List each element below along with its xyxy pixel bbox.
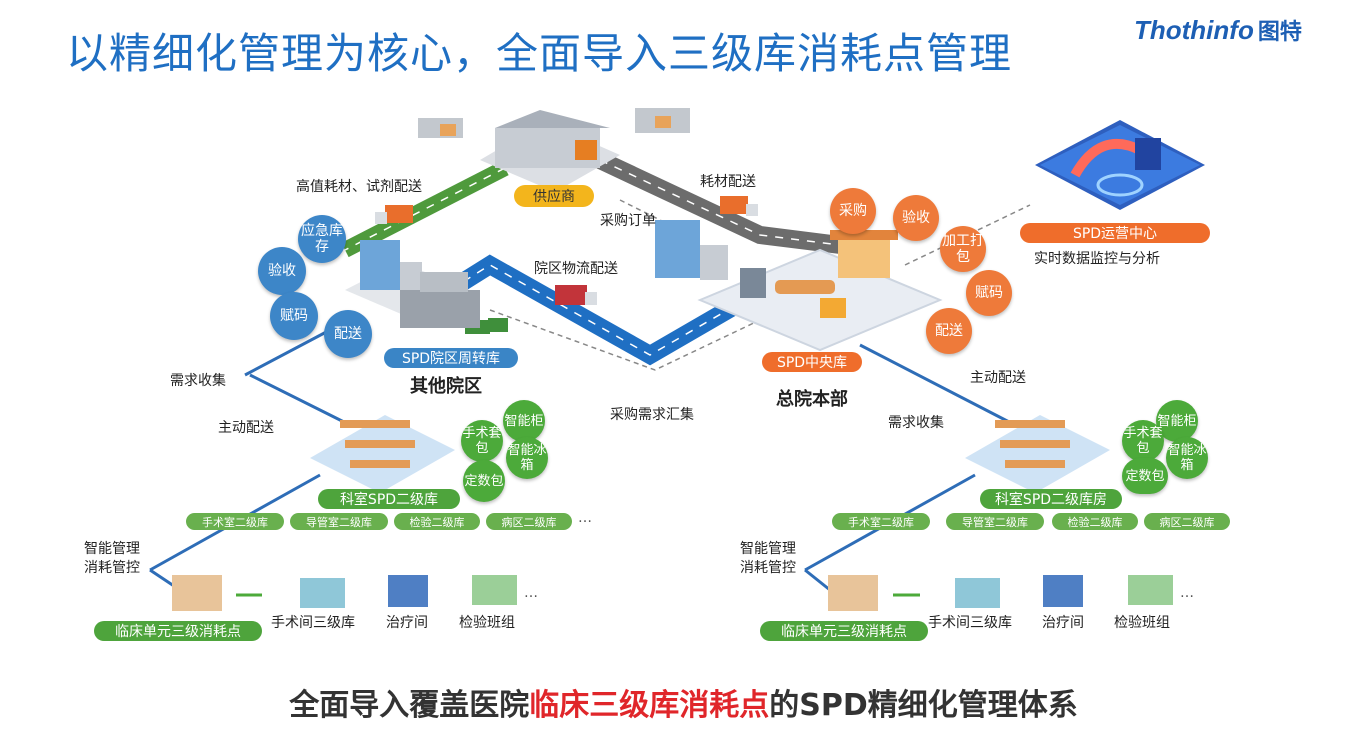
right-chip-or: 手术室二级库 bbox=[832, 513, 930, 530]
center-hub-name: 总院本部 bbox=[776, 389, 848, 410]
bubble-process-pack: 加工打包 bbox=[940, 226, 986, 272]
right-consumption-ctrl: 消耗管控 bbox=[740, 560, 796, 576]
right-unit-treatment: 治疗间 bbox=[1042, 615, 1084, 631]
right-green-fixed-pack: 定数包 bbox=[1122, 458, 1168, 494]
right-dept-warehouse bbox=[965, 415, 1110, 493]
route-campus-logistics: 院区物流配送 bbox=[534, 261, 618, 277]
route-high-value: 高值耗材、试剂配送 bbox=[296, 179, 422, 195]
hospital-buildings bbox=[345, 220, 728, 328]
bubble-purchase: 采购 bbox=[830, 188, 876, 234]
page-title: 以精细化管理为核心，全面导入三级库消耗点管理 bbox=[66, 29, 1013, 78]
left-chip-lab: 检验二级库 bbox=[394, 513, 480, 530]
left-green-smart-cabinet: 智能柜 bbox=[503, 400, 545, 442]
road-blue bbox=[445, 254, 750, 366]
left-chip-ellipsis: … bbox=[578, 510, 592, 526]
center-hub-pill: SPD中央库 bbox=[762, 352, 862, 372]
left-chip-cath: 导管室二级库 bbox=[290, 513, 388, 530]
ops-center-graphic bbox=[1035, 120, 1205, 210]
road-green bbox=[341, 160, 509, 258]
road-gray bbox=[596, 151, 842, 254]
clinic-icons bbox=[172, 575, 1173, 611]
left-unit-lab: 检验班组 bbox=[459, 615, 515, 631]
bubble-inspection: 验收 bbox=[258, 247, 306, 295]
left-green-surgical-kit: 手术套包 bbox=[461, 420, 503, 462]
right-green-surgical-kit: 手术套包 bbox=[1122, 420, 1164, 462]
right-smart-mgmt: 智能管理 bbox=[740, 541, 796, 557]
left-hub-name: 其他院区 bbox=[410, 376, 482, 397]
left-hub-pill: SPD院区周转库 bbox=[384, 348, 518, 368]
left-active-label: 主动配送 bbox=[218, 420, 274, 436]
left-clinic-pill: 临床单元三级消耗点 bbox=[94, 621, 262, 641]
demand-dashed-line bbox=[489, 309, 761, 371]
right-chip-lab: 检验二级库 bbox=[1052, 513, 1138, 530]
truck-icons bbox=[375, 196, 758, 334]
left-unit-treatment: 治疗间 bbox=[386, 615, 428, 631]
central-warehouse-platform bbox=[697, 230, 943, 352]
footer-tagline: 全面导入覆盖医院临床三级库消耗点的SPD精细化管理体系 bbox=[0, 680, 1367, 724]
route-consumable: 耗材配送 bbox=[700, 174, 756, 190]
right-unit-lab: 检验班组 bbox=[1114, 615, 1170, 631]
left-green-fixed-pack: 定数包 bbox=[463, 460, 505, 502]
bubble-center-inspection: 验收 bbox=[893, 195, 939, 241]
right-green-smart-fridge: 智能冰箱 bbox=[1166, 437, 1208, 479]
ops-desc: 实时数据监控与分析 bbox=[1034, 251, 1160, 267]
logo-cn: 图特 bbox=[1257, 20, 1302, 45]
left-chip-ward: 病区二级库 bbox=[486, 513, 572, 530]
right-unit-ellipsis: … bbox=[1180, 585, 1194, 601]
left-demand-label: 需求收集 bbox=[170, 373, 226, 389]
bubble-delivery: 配送 bbox=[324, 310, 372, 358]
bubble-center-coding: 赋码 bbox=[966, 270, 1012, 316]
left-smart-mgmt: 智能管理 bbox=[84, 541, 140, 557]
ops-pill: SPD运营中心 bbox=[1020, 223, 1210, 243]
right-unit-or: 手术间三级库 bbox=[928, 615, 1012, 631]
left-unit-ellipsis: … bbox=[524, 585, 538, 601]
footer-prefix: 全面导入覆盖医院 bbox=[289, 688, 530, 723]
left-chip-or: 手术室二级库 bbox=[186, 513, 284, 530]
footer-suffix: 的SPD精细化管理体系 bbox=[769, 688, 1078, 723]
right-chip-cath: 导管室二级库 bbox=[946, 513, 1044, 530]
right-chip-ward: 病区二级库 bbox=[1144, 513, 1230, 530]
left-green-smart-fridge: 智能冰箱 bbox=[506, 437, 548, 479]
logo-en: Thothinfo bbox=[1134, 15, 1254, 45]
right-dept-pill: 科室SPD二级库房 bbox=[980, 489, 1122, 509]
footer-highlight: 临床三级库消耗点 bbox=[529, 688, 770, 723]
left-flow-arrows bbox=[149, 328, 351, 597]
bubble-coding: 赋码 bbox=[270, 292, 318, 340]
left-unit-or: 手术间三级库 bbox=[271, 615, 355, 631]
left-dept-warehouse bbox=[310, 415, 455, 493]
route-purchase-order: 采购订单 bbox=[600, 213, 656, 229]
left-consumption-ctrl: 消耗管控 bbox=[84, 560, 140, 576]
right-demand-label: 需求收集 bbox=[888, 415, 944, 431]
bubble-emergency-stock: 应急库存 bbox=[298, 215, 346, 263]
left-dept-pill: 科室SPD二级库 bbox=[318, 489, 460, 509]
route-purchase-demand: 采购需求汇集 bbox=[610, 407, 694, 423]
center-active-label: 主动配送 bbox=[970, 370, 1026, 386]
supplier-pill: 供应商 bbox=[514, 185, 594, 207]
bubble-center-delivery: 配送 bbox=[926, 308, 972, 354]
right-clinic-pill: 临床单元三级消耗点 bbox=[760, 621, 928, 641]
supplier-warehouses bbox=[418, 108, 690, 192]
